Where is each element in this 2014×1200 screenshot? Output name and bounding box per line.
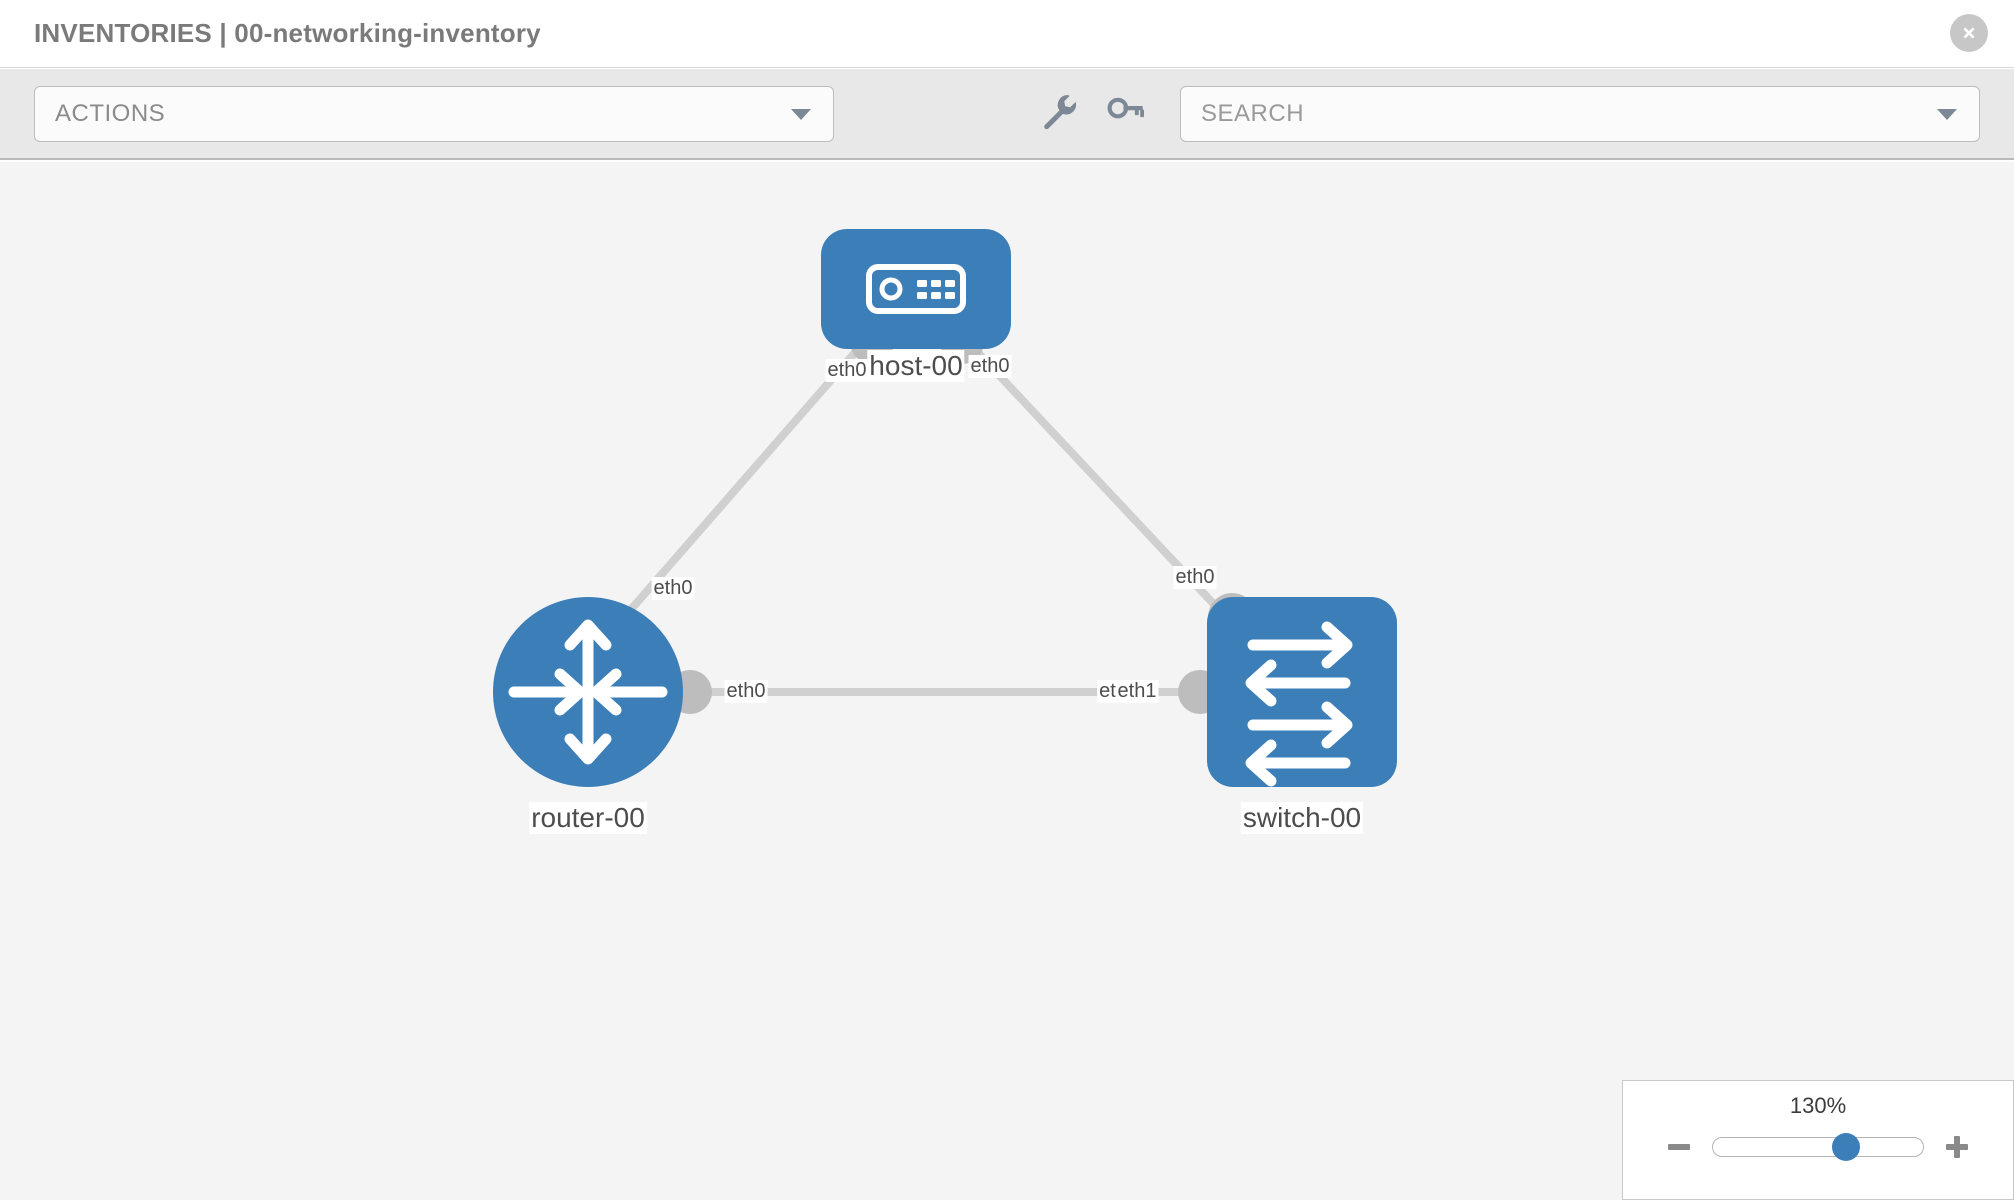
iface-label-host-to-router: eth0 (825, 359, 869, 382)
actions-dropdown[interactable]: ACTIONS (34, 86, 834, 142)
iface-label-switch-to-router: eth1 (1115, 680, 1159, 703)
toolbar-icon-group (1040, 86, 1144, 142)
zoom-percent-label: 130% (1789, 1093, 1847, 1118)
node-label-host-00: host-00 (867, 350, 965, 382)
topology-links (616, 336, 1244, 696)
link-host-router[interactable] (616, 336, 870, 626)
zoom-slider-track[interactable] (1712, 1133, 1924, 1161)
router-arrows-icon (508, 619, 668, 765)
iface-label-switch-to-host: eth0 (1173, 566, 1217, 589)
iface-label-router-to-switch: eth0 (724, 680, 768, 703)
zoom-slider-thumb[interactable] (1831, 1133, 1860, 1161)
toolbar: ACTIONS SEARCH (0, 69, 2014, 160)
page-title: INVENTORIES | 00-networking-inventory (34, 18, 541, 48)
node-router-00[interactable] (493, 597, 683, 787)
zoom-in-button[interactable] (1942, 1132, 1972, 1162)
zoom-out-button[interactable] (1664, 1132, 1694, 1162)
iface-label-router-to-host: eth0 (651, 577, 695, 600)
topology-graph (493, 229, 1397, 787)
search-input[interactable]: SEARCH (1180, 86, 1980, 142)
search-placeholder: SEARCH (1201, 100, 1305, 127)
wrench-icon[interactable] (1040, 93, 1078, 136)
topology-canvas[interactable]: host-00 router-00 switch-00 eth0 eth0 et… (0, 162, 2014, 1200)
chevron-down-icon[interactable] (1937, 109, 1957, 120)
node-label-router-00: router-00 (529, 802, 647, 834)
chevron-down-icon (791, 109, 811, 120)
close-icon[interactable] (1950, 14, 1988, 52)
actions-dropdown-label: ACTIONS (55, 100, 166, 127)
key-icon[interactable] (1106, 93, 1144, 136)
node-host-00[interactable] (821, 229, 1011, 349)
server-icon (866, 264, 966, 314)
node-label-switch-00: switch-00 (1240, 802, 1364, 834)
zoom-control-panel: 130% (1622, 1080, 2014, 1200)
switch-arrows-icon (1245, 621, 1353, 787)
zoom-slider-row (1623, 1127, 2013, 1167)
page-header: INVENTORIES | 00-networking-inventory (0, 0, 2014, 68)
node-switch-00[interactable] (1207, 597, 1397, 787)
iface-label-host-to-switch: eth0 (968, 355, 1012, 378)
